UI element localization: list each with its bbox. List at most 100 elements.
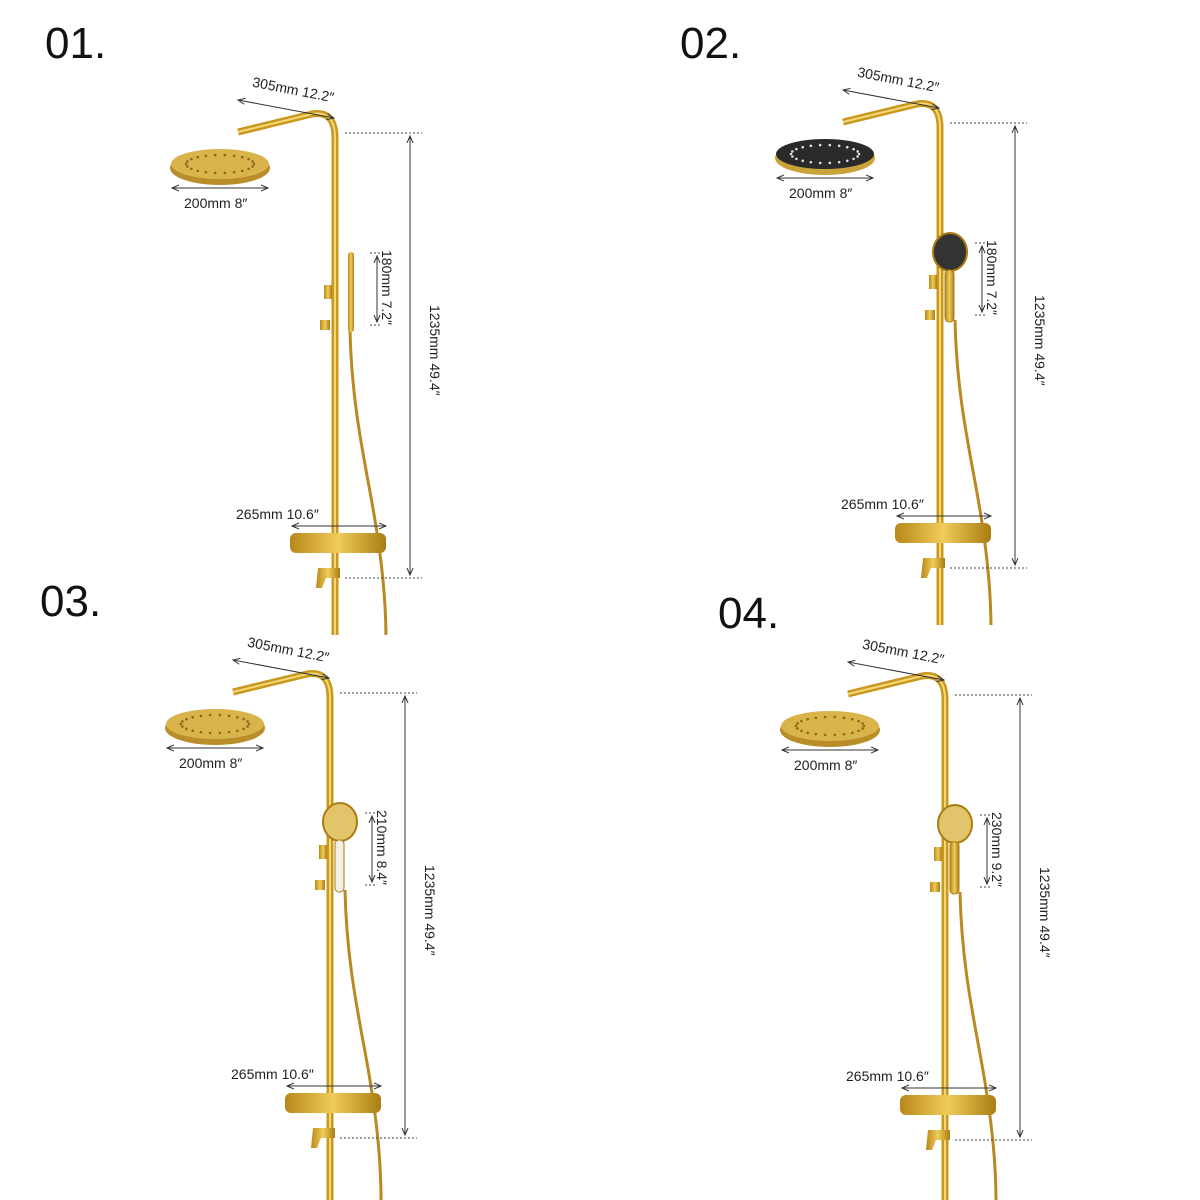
rain-head <box>781 711 879 741</box>
hose <box>953 319 993 625</box>
thermostatic-mixer <box>900 1095 996 1115</box>
riser-pipe <box>847 672 949 1200</box>
arm-dimension-line <box>843 90 939 108</box>
height-dimension-text: 1235mm 49.4″ <box>422 865 438 956</box>
nozzle <box>837 144 841 148</box>
arm-dimension-text: 305mm 12.2″ <box>246 634 330 666</box>
nozzle <box>857 729 860 733</box>
nozzle <box>791 150 794 153</box>
nozzle <box>845 159 849 163</box>
nozzle <box>789 152 793 156</box>
nozzle <box>801 159 805 163</box>
nozzle <box>850 731 854 735</box>
nozzle <box>857 152 861 156</box>
nozzle <box>861 727 864 730</box>
arm-dimension-text: 305mm 12.2″ <box>861 636 945 668</box>
nozzle <box>818 161 822 165</box>
height-dimension-text: 1235mm 49.4″ <box>1032 295 1048 386</box>
nozzle <box>208 713 212 717</box>
nozzle <box>800 729 803 733</box>
hand-shower-handle <box>944 269 955 323</box>
nozzle <box>796 722 799 725</box>
slide-knob <box>930 882 940 892</box>
nozzle <box>223 171 227 175</box>
thermostatic-mixer <box>285 1093 381 1113</box>
nozzle <box>837 160 841 164</box>
nozzle <box>240 169 244 173</box>
nozzle <box>204 154 208 158</box>
nozzle <box>856 150 859 153</box>
nozzle <box>828 143 832 147</box>
nozzle <box>856 155 859 158</box>
nozzle <box>190 167 193 171</box>
mixer-dimension-text: 265mm 10.6″ <box>846 1068 929 1084</box>
nozzle <box>186 165 189 168</box>
nozzle <box>247 167 250 171</box>
nozzle <box>801 145 805 149</box>
nozzle <box>850 717 854 721</box>
hose <box>958 891 998 1200</box>
head-dimension-text: 200mm 8″ <box>794 757 857 773</box>
hand-shower <box>348 252 354 332</box>
riser-highlight <box>847 674 946 1200</box>
nozzle <box>246 725 249 728</box>
nozzle <box>806 731 810 735</box>
arm-dimension-line <box>848 662 944 680</box>
riser-highlight <box>237 112 336 635</box>
nozzle <box>252 162 256 166</box>
nozzle <box>845 145 849 149</box>
nozzle <box>796 727 799 730</box>
nozzle <box>795 157 798 161</box>
bath-spout <box>926 1130 950 1150</box>
hand-shower-head <box>932 232 968 272</box>
panel-4: 04.305mm 12.2″200mm 8″230mm 9.2″1235mm 4… <box>718 589 1053 1200</box>
nozzle <box>852 147 855 151</box>
mixer-dimension-text: 265mm 10.6″ <box>236 506 319 522</box>
panel-label: 01. <box>45 19 106 68</box>
mixer-dimension-text: 265mm 10.6″ <box>841 496 924 512</box>
head-dimension-text: 200mm 8″ <box>179 755 242 771</box>
nozzle <box>185 717 188 721</box>
panel-drawing: 305mm 12.2″200mm 8″210mm 8.4″1235mm 49.4… <box>165 634 438 1200</box>
rain-head <box>776 139 874 169</box>
riser-pipe <box>237 110 339 635</box>
thermostatic-mixer <box>290 533 386 553</box>
nozzle <box>232 170 236 174</box>
panel-drawing: 305mm 12.2″ 200mm 8″ 230mm 9.2″ 1235mm 49.4… <box>780 636 1053 1200</box>
nozzle <box>791 155 794 158</box>
panel-label: 02. <box>680 19 741 68</box>
bath-spout <box>921 558 945 578</box>
nozzle <box>795 147 798 151</box>
nozzle <box>251 165 254 168</box>
nozzle <box>199 730 203 734</box>
hose <box>343 889 383 1200</box>
hand-dimension-text: 180mm 7.2″ <box>379 250 395 325</box>
nozzle <box>828 161 832 165</box>
nozzle <box>833 733 837 737</box>
nozzle <box>227 730 231 734</box>
height-dimension-text: 1235mm 49.4″ <box>1037 867 1053 958</box>
panel-drawing: 305mm 12.2″200mm 8″180mm 7.2″1235mm 49.4… <box>170 74 443 635</box>
nozzle <box>247 157 250 161</box>
nozzle <box>842 732 846 736</box>
nozzle <box>857 719 860 723</box>
height-dimension-text: 1235mm 49.4″ <box>427 305 443 396</box>
nozzle <box>184 162 188 166</box>
nozzle <box>191 715 195 719</box>
hand-dimension-text: 230mm 9.2″ <box>989 812 1005 887</box>
nozzle <box>794 724 798 728</box>
nozzle <box>823 715 827 719</box>
hand-shower-bracket <box>319 845 327 859</box>
nozzle <box>196 155 200 159</box>
riser-highlight <box>232 672 331 1200</box>
thermostatic-mixer <box>895 523 991 543</box>
nozzle <box>814 716 818 720</box>
nozzle <box>823 733 827 737</box>
nozzle <box>809 144 813 148</box>
nozzle <box>235 729 239 733</box>
hand-dimension-text: 180mm 7.2″ <box>984 240 1000 315</box>
nozzle <box>191 729 195 733</box>
panel-drawing: 305mm 12.2″200mm 8″180mm 7.2″1235mm 49.4… <box>775 64 1048 625</box>
bath-spout <box>311 1128 335 1148</box>
nozzle <box>223 153 227 157</box>
